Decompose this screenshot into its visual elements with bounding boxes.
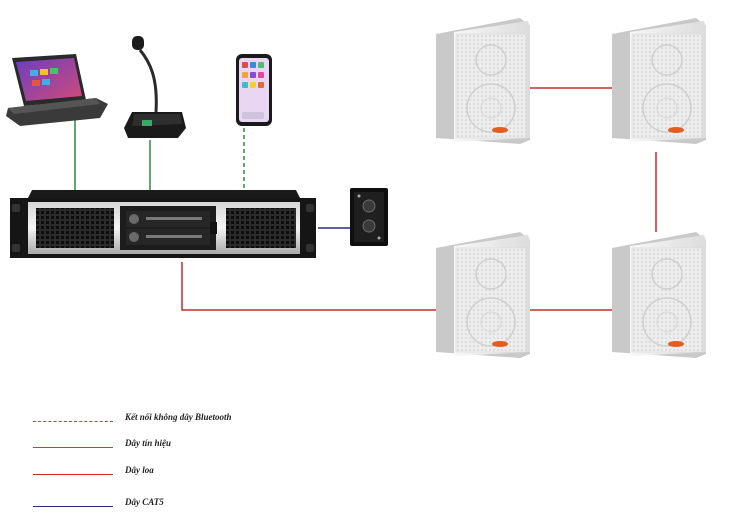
- speaker-cable-amp: [181, 262, 440, 311]
- wall-panel-icon: [350, 188, 388, 246]
- speaker-bottom-left-icon: [435, 231, 531, 359]
- legend-item-signal: Dây tín hiệu: [33, 438, 333, 458]
- legend-item-bluetooth: Kết nối không dây Bluetooth: [33, 412, 333, 432]
- legend-item-cat5: Dây CAT5: [33, 497, 333, 517]
- microphone-icon: [124, 36, 186, 138]
- legend-item-speaker: Dây loa: [33, 465, 333, 485]
- speaker-top-right-icon: [611, 17, 707, 145]
- legend-swatch-speaker: [33, 474, 113, 475]
- legend-swatch-signal: [33, 447, 113, 448]
- legend-label: Dây loa: [125, 465, 154, 475]
- legend-label: Kết nối không dây Bluetooth: [125, 412, 232, 422]
- legend-swatch-cat5: [33, 506, 113, 507]
- speaker-top-left-icon: [435, 17, 531, 145]
- amplifier-icon: [10, 190, 316, 258]
- smartphone-icon: [236, 54, 272, 126]
- legend-label: Dây tín hiệu: [125, 438, 172, 448]
- speaker-bottom-right-icon: [611, 231, 707, 359]
- legend-swatch-bluetooth: [33, 421, 113, 422]
- legend-label: Dây CAT5: [125, 497, 164, 507]
- tablet-icon: [6, 54, 108, 126]
- connection-lines: [74, 87, 657, 311]
